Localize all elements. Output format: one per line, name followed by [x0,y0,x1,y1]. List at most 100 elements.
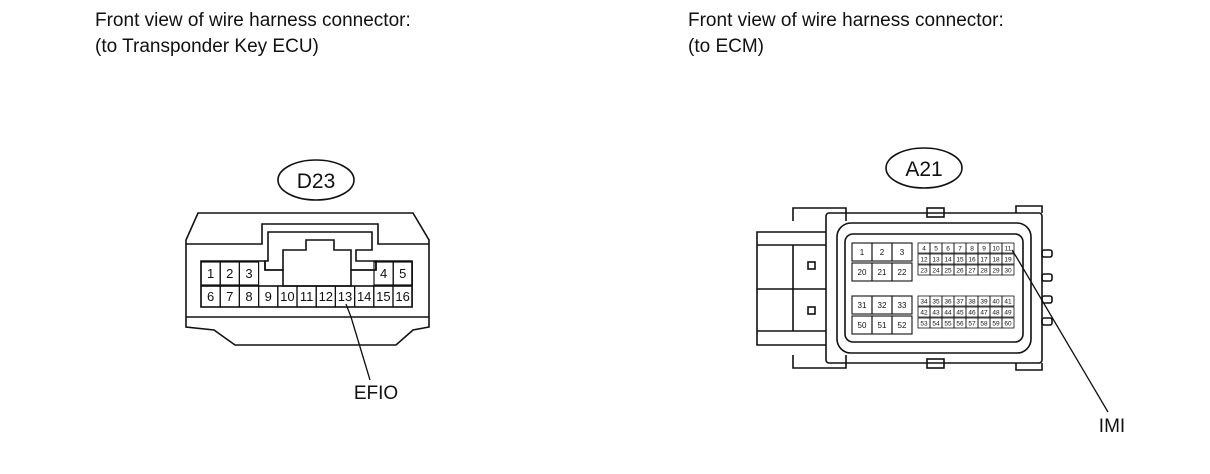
a21-pin-label-43: 43 [932,309,940,316]
a21-pin-label-50: 50 [858,321,867,330]
a21-pin-label-54: 54 [932,320,940,327]
d23-callout-leader [345,303,371,381]
a21-pin-label-31: 31 [858,301,867,310]
a21-pin-label-29: 29 [992,267,1000,274]
a21-pin-label-4: 4 [922,245,926,252]
a21-pin-label-27: 27 [968,267,976,274]
a21-pin-cell-11 [1001,242,1015,254]
a21-pin-label-5: 5 [934,245,938,252]
a21-pin-label-23: 23 [920,267,928,274]
a21-pin-cell-30 [1001,264,1015,276]
a21-pin-label-22: 22 [898,268,907,277]
d23-latch-outline [264,231,377,271]
a21-bottom-tab [792,355,847,369]
d23-housing-outline [185,212,430,346]
a21-pin-label-41: 41 [1004,298,1012,305]
a21-pin-label-36: 36 [944,298,952,305]
a21-pin-label-21: 21 [878,268,887,277]
title-right-line2: (to ECM) [688,36,764,57]
a21-pin-label-42: 42 [920,309,928,316]
a21-pin-label-30: 30 [1004,267,1012,274]
a21-side-pin-4 [1041,317,1053,326]
a21-pin-label-55: 55 [944,320,952,327]
a21-pin-label-51: 51 [878,321,887,330]
a21-pin-field-frame [844,233,1024,343]
a21-pin-label-17: 17 [980,256,988,263]
d23-pin-label-1: 1 [207,266,214,281]
title-right: Front view of wire harness connector: (t… [688,8,1004,60]
d23-pin-label-7: 7 [226,289,233,304]
a21-pin-label-52: 52 [898,321,907,330]
a21-pin-label-19: 19 [1004,256,1012,263]
d23-pin-label-6: 6 [207,289,214,304]
a21-pin-label-20: 20 [858,268,867,277]
a21-pin-label-53: 53 [920,320,928,327]
a21-pin-label-25: 25 [944,267,952,274]
a21-pin-label-28: 28 [980,267,988,274]
a21-pin-label-48: 48 [992,309,1000,316]
d23-pin-label-5: 5 [399,266,406,281]
a21-pin-cell-19 [1001,253,1015,265]
a21-pin-label-60: 60 [1004,320,1012,327]
a21-id-label: A21 [905,158,942,181]
a21-pin-label-47: 47 [980,309,988,316]
a21-pin-label-8: 8 [970,245,974,252]
a21-flange-hole-bottom [807,306,816,315]
a21-pin-label-15: 15 [956,256,964,263]
a21-pin-label-46: 46 [968,309,976,316]
d23-pin-cell-5 [392,261,414,286]
a21-pin-label-7: 7 [958,245,962,252]
a21-pin-label-3: 3 [900,248,905,257]
a21-pin-label-13: 13 [932,256,940,263]
d23-pin-label-15: 15 [376,289,390,304]
d23-pin-cell-3 [238,261,260,286]
a21-pin-label-6: 6 [946,245,950,252]
d23-callout-efio: EFIO [354,383,398,404]
a21-pin-cell-22 [891,262,913,282]
title-right-line1: Front view of wire harness connector: [688,10,1004,31]
a21-pin-label-14: 14 [944,256,952,263]
a21-pin-label-58: 58 [980,320,988,327]
a21-side-pin-2 [1041,273,1053,282]
d23-pin-label-11: 11 [300,289,314,304]
a21-top-tab [792,207,847,221]
d23-pin-label-9: 9 [265,289,272,304]
a21-pin-label-12: 12 [920,256,928,263]
a21-pin-label-33: 33 [898,301,907,310]
d23-pin-label-3: 3 [245,266,252,281]
a21-pin-label-2: 2 [880,248,885,257]
a21-pin-label-38: 38 [968,298,976,305]
a21-pin-label-56: 56 [956,320,964,327]
a21-pin-cell-49 [1001,306,1015,318]
title-left-line1: Front view of wire harness connector: [95,10,411,31]
a21-pin-label-24: 24 [932,267,940,274]
d23-pin-label-13: 13 [338,289,352,304]
a21-pin-label-11: 11 [1005,245,1012,252]
d23-top-rail [186,223,429,245]
a21-id-ellipse [885,147,963,189]
a21-pin-label-9: 9 [982,245,986,252]
d23-pin-label-16: 16 [395,289,409,304]
a21-pin-label-10: 10 [992,245,1000,252]
title-left: Front view of wire harness connector: (t… [95,8,411,60]
a21-pin-cell-60 [1001,317,1015,329]
d23-pin-cell-16 [392,285,413,308]
a21-pin-label-32: 32 [878,301,887,310]
title-left-line2: (to Transponder Key ECU) [95,36,319,57]
d23-pin-label-14: 14 [357,289,371,304]
a21-pin-cell-52 [891,315,913,335]
a21-pin-label-37: 37 [956,298,964,305]
a21-callout-imi: IMI [1099,416,1125,437]
a21-callout-leader [1011,249,1109,413]
d23-pin-label-12: 12 [319,289,333,304]
a21-pin-label-40: 40 [992,298,1000,305]
a21-top-right-tab [1015,205,1043,213]
a21-pin-cell-3 [891,242,913,262]
a21-pin-label-1: 1 [860,248,865,257]
a21-pin-label-35: 35 [932,298,940,305]
